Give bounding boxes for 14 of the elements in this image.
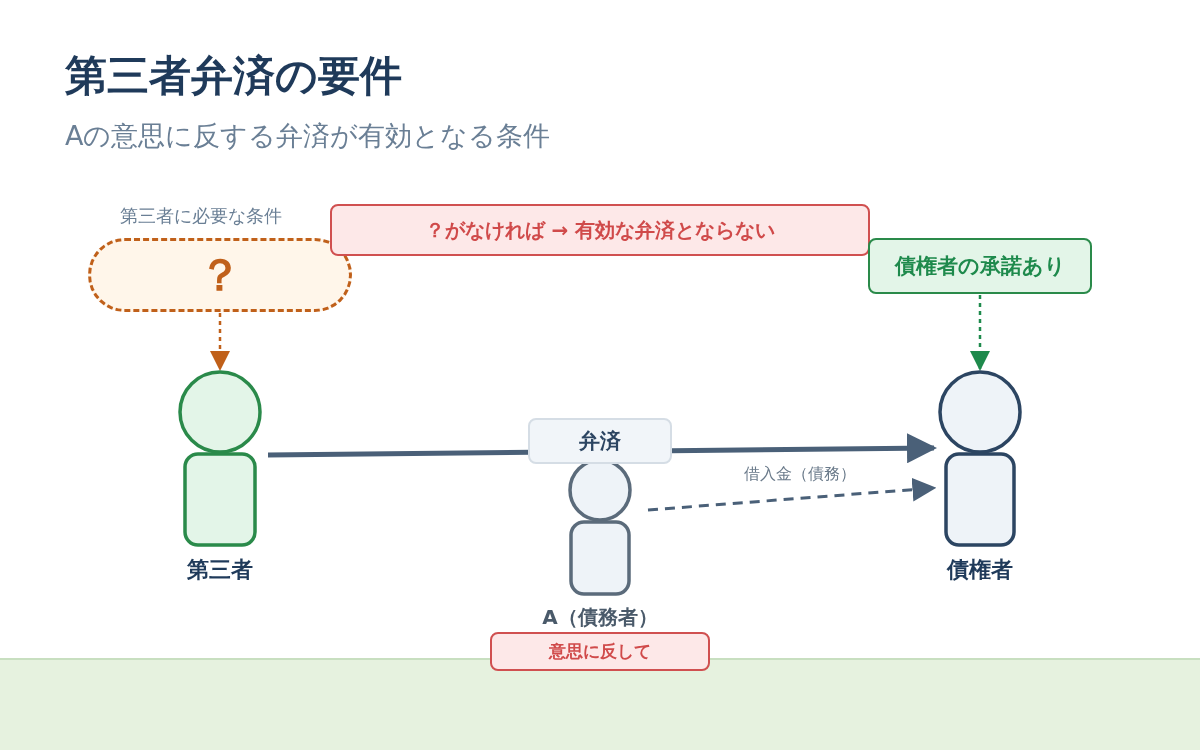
note-box: ？がなければ → 有効な弁済とならない — [330, 204, 870, 256]
status-box: 意思に反して — [490, 632, 710, 671]
title: 第三者弁済の要件 — [65, 50, 402, 102]
caption-text: 第三者に必要な条件 — [120, 204, 282, 228]
subtitle: Aの意思に反する弁済が有効となる条件 — [65, 119, 551, 153]
condition-pill: ？ — [88, 238, 352, 312]
person-label: A（債務者） — [541, 604, 659, 631]
arrow — [970, 295, 990, 371]
edge-label: 弁済 — [528, 418, 672, 464]
arrow — [210, 313, 230, 371]
edge-label: 借入金（債務） — [743, 462, 857, 485]
person-label: 債権者 — [945, 556, 1014, 584]
consent-box: 債権者の承諾あり — [868, 238, 1092, 294]
person-label: 第三者 — [186, 556, 254, 584]
